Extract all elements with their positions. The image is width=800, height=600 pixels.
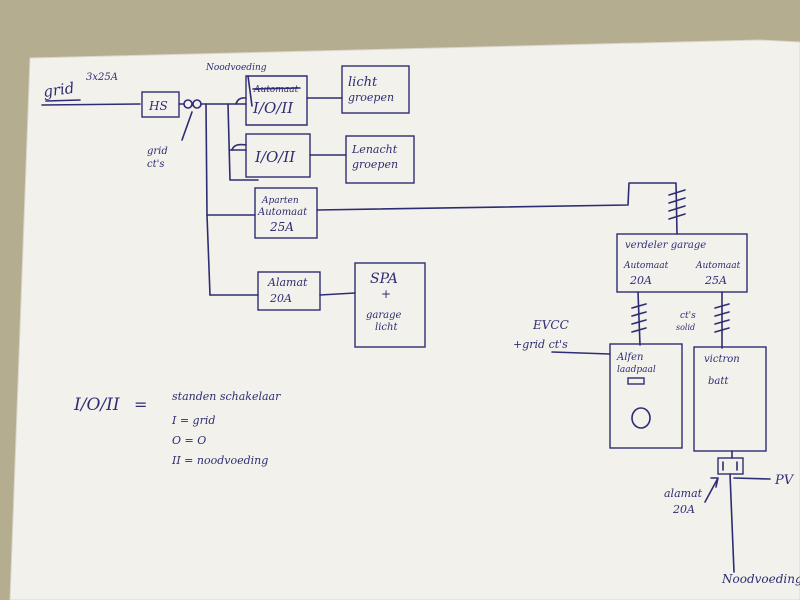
- apart-line2: Automaat: [257, 207, 308, 218]
- verdeler-aut1: Automaat: [623, 261, 669, 271]
- alfen-line2: laadpaal: [617, 365, 656, 375]
- legend-symbol: I/O/II: [73, 395, 120, 415]
- evcc-connection: [551, 351, 611, 355]
- alamat-box: [257, 271, 321, 311]
- grid-label: grid: [42, 79, 75, 101]
- grid-rating: 3x25A: [86, 72, 118, 83]
- legend-eq: =: [134, 395, 147, 414]
- legend-line2: O = O: [172, 434, 206, 447]
- apart-automaat-box: [254, 187, 318, 239]
- legend-line1: I = grid: [171, 414, 215, 427]
- alamat2-line2: 20A: [672, 503, 695, 516]
- victron-line2: batt: [708, 376, 729, 387]
- switch-1: Automaat I/O/II: [235, 75, 343, 126]
- grid-cts-line2: ct's: [147, 159, 165, 170]
- alfen-socket: [631, 407, 651, 429]
- sub-feed-ticks: [631, 291, 730, 349]
- verdeler-aut2-rating: 25A: [704, 274, 727, 287]
- alamat2-line1: alamat: [664, 487, 703, 500]
- switch1-strike-label: Automaat: [253, 85, 299, 95]
- pv-label: PV: [774, 473, 795, 488]
- kracht-groepen-box: [345, 135, 415, 184]
- alfen-laadpaal-box: [609, 343, 683, 449]
- verdeler-aut2: Automaat: [695, 261, 741, 271]
- grid-input: grid 3x25A: [41, 72, 141, 106]
- verdeler-garage-box: [616, 233, 748, 293]
- switch2-label: I/O/II: [254, 148, 296, 166]
- alamat-bottom: [704, 450, 771, 573]
- alamat-line2: 20A: [269, 292, 292, 305]
- noodvoeding-feed-top: Noodvoeding: [205, 63, 267, 107]
- licht-line1: licht: [348, 75, 378, 90]
- alamat-line1: Alamat: [267, 276, 308, 289]
- alfen-line1: Alfen: [616, 352, 643, 363]
- evcc-line2: +grid ct's: [513, 338, 568, 351]
- spa-line4: licht: [375, 322, 398, 333]
- grid-cts-line1: grid: [147, 146, 168, 157]
- verdeler-title: verdeler garage: [625, 240, 706, 251]
- alfen-display: [627, 377, 645, 385]
- victron-batt-box: [693, 346, 767, 452]
- spa-line2: +: [381, 287, 391, 301]
- spa-box: [354, 262, 426, 348]
- apart-line1: Aparten: [261, 196, 299, 206]
- apart-line3: 25A: [269, 220, 294, 234]
- switch1-label: I/O/II: [252, 99, 294, 117]
- kracht-line2: groepen: [352, 158, 398, 171]
- main-bus: [178, 103, 259, 296]
- cts-small-line2: solid: [676, 323, 695, 332]
- cts-small-line1: ct's: [680, 311, 696, 321]
- licht-line2: groepen: [348, 91, 394, 104]
- noodvoeding-top-label: Noodvoeding: [205, 63, 267, 73]
- spa-line3: garage: [366, 310, 402, 321]
- legend-title: standen schakelaar: [172, 390, 281, 403]
- kracht-line1: Lenacht: [351, 143, 398, 156]
- spa-line1: SPA: [370, 271, 398, 287]
- legend-line3: II = noodvoeding: [171, 454, 268, 467]
- paper-sheet: [9, 39, 800, 600]
- evcc-line1: EVCC: [532, 318, 569, 332]
- grid-cts: grid ct's: [147, 99, 202, 170]
- licht-groepen-box: [341, 65, 410, 114]
- verdeler-aut1-rating: 20A: [629, 274, 652, 287]
- victron-line1: victron: [704, 354, 740, 365]
- feed-cable-ticks: [668, 189, 686, 220]
- switch-legend: I/O/II = standen schakelaar I = grid O =…: [73, 390, 281, 467]
- noodvoeding-bottom-label: Noodvoeding: [721, 572, 800, 586]
- hs-label: HS: [148, 99, 168, 113]
- switch-2: I/O/II: [231, 133, 347, 178]
